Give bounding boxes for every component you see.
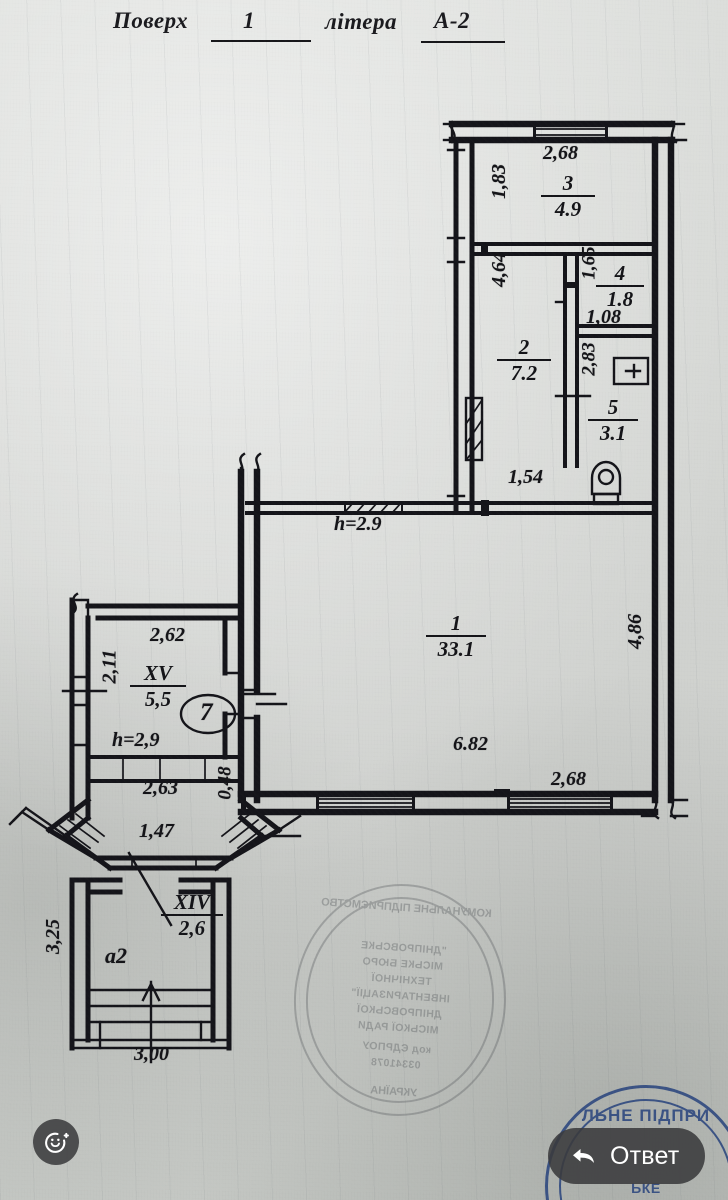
bottom-wall-nib <box>494 789 510 795</box>
header-floor-value: 1 <box>243 8 255 33</box>
room-3-divider <box>541 195 595 197</box>
room-xv-divider <box>130 685 186 687</box>
room-xiv-divider <box>161 914 223 916</box>
reply-button-label: Ответ <box>610 1141 680 1170</box>
header-floor-underline <box>211 40 311 42</box>
room-2-number: 2 <box>518 335 530 359</box>
room-label-1: 1 33.1 <box>426 612 486 661</box>
dimension-ticks <box>446 148 466 498</box>
room-label-xv: XV 5,5 <box>130 662 186 711</box>
header-letter-underline <box>421 41 505 43</box>
block-right-wall <box>640 136 689 820</box>
top-outer-wall <box>442 120 688 144</box>
dim-268-bottom: 2,68 <box>551 768 586 790</box>
room-label-4: 4 1.8 <box>596 262 644 311</box>
room-3-area: 4.9 <box>554 197 582 221</box>
room-label-3: 3 4.9 <box>541 172 595 221</box>
reply-button[interactable]: Ответ <box>548 1128 706 1184</box>
room-label-2: 2 7.2 <box>497 336 551 385</box>
room-4-number: 4 <box>614 261 626 285</box>
dim-211: 2,11 <box>98 649 121 684</box>
header-floor-label: Поверх <box>113 8 189 33</box>
marker-7-label: 7 <box>200 699 213 726</box>
room-3-number: 3 <box>562 171 574 195</box>
room-label-5: 5 3.1 <box>588 396 638 445</box>
main-room-left-wall <box>237 452 288 804</box>
room-1-divider <box>426 635 486 637</box>
block-left-wall <box>453 137 475 515</box>
room-5-area: 3.1 <box>599 421 627 445</box>
fixture-sink-room5 <box>612 356 650 386</box>
window-bottom-left <box>316 794 415 812</box>
dim-300: 3,00 <box>134 1043 169 1065</box>
window-bottom-right <box>507 794 613 812</box>
height-note-xv: h=2,9 <box>112 729 160 751</box>
room-4-divider <box>596 285 644 287</box>
porch-outline <box>8 796 302 872</box>
block-bottom-wall <box>454 500 657 516</box>
xiv-leader-line <box>127 851 173 927</box>
header-letter-label: літера <box>325 9 397 34</box>
xv-bottom-wall <box>86 755 243 783</box>
add-reaction-button[interactable] <box>33 1119 79 1165</box>
stamp-blue-arc-top: ЛЬНЕ ПІДПРИ <box>581 1106 711 1125</box>
porch-label-a2: а2 <box>105 943 127 968</box>
room-5-divider <box>588 419 638 421</box>
dim-268-top: 2,68 <box>543 142 578 164</box>
dim-464: 4,64 <box>488 252 510 287</box>
dim-262: 2,62 <box>150 624 185 646</box>
dim-154: 1,54 <box>508 466 543 488</box>
xv-top-wall <box>70 592 244 621</box>
room-label-xiv: XIV 2,6 <box>161 891 223 940</box>
room-2-divider <box>497 359 551 361</box>
dim-147: 1,47 <box>139 820 174 842</box>
dim-486: 4,86 <box>624 614 646 649</box>
marker-circle-7 <box>179 693 237 735</box>
divider-room2-room45 <box>554 252 592 468</box>
room-1-number: 1 <box>450 611 462 635</box>
reply-arrow-icon <box>573 1149 594 1163</box>
room-2-area: 7.2 <box>510 361 538 385</box>
window-top-room3 <box>533 124 608 140</box>
xv-left-wall <box>61 597 108 821</box>
dim-682: 6.82 <box>453 733 488 755</box>
stairwell-box <box>69 877 232 1064</box>
corridor-top-wall <box>245 501 458 515</box>
dim-108: 1,08 <box>586 306 621 328</box>
dim-325: 3,25 <box>42 919 64 954</box>
room-xv-number: XV <box>143 661 172 685</box>
plan-header: Поверх 1 літера А-2 <box>0 0 728 52</box>
dim-183: 1,83 <box>488 164 510 199</box>
height-note-main: h=2.9 <box>334 513 382 535</box>
hatched-pier-room2 <box>464 396 484 462</box>
fixture-toilet-room5 <box>590 460 622 506</box>
room-xiv-number: XIV <box>173 890 211 914</box>
xv-right-wall <box>222 603 277 760</box>
room-1-area: 33.1 <box>437 637 475 661</box>
dim-263: 2,63 <box>143 777 178 799</box>
room-4-area: 1.8 <box>606 287 634 311</box>
room-xv-area: 5,5 <box>144 687 172 711</box>
dim-283: 2,83 <box>578 342 600 376</box>
header-letter-value: А-2 <box>434 8 470 33</box>
divider-room4-room5 <box>575 324 657 338</box>
room-xiv-area: 2,6 <box>178 916 206 940</box>
dim-048: 0,48 <box>214 766 236 800</box>
room-5-number: 5 <box>607 395 619 419</box>
stamp-blue-line-1: ЬКЕ <box>631 1180 661 1196</box>
add-reaction-icon <box>45 1132 69 1153</box>
